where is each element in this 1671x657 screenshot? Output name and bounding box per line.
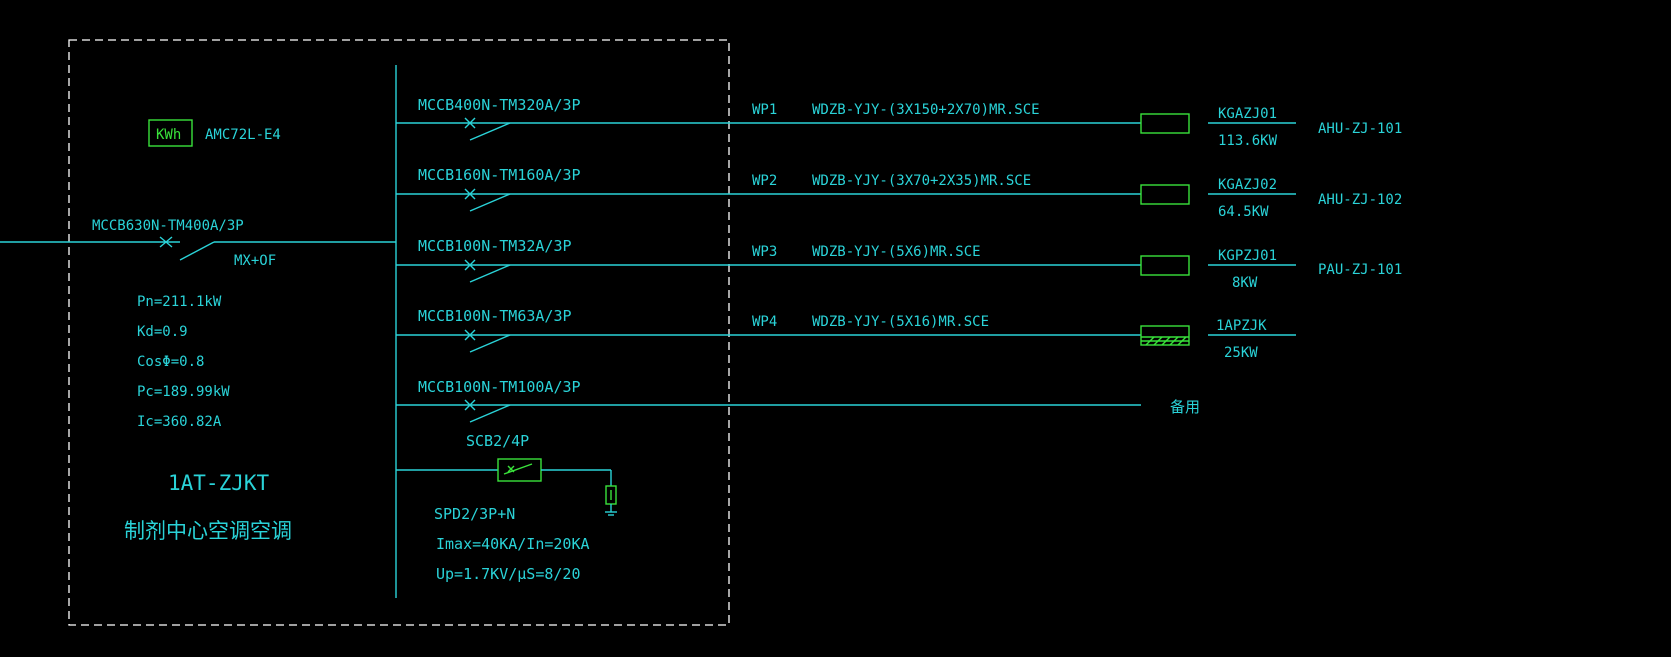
param-kd: Kd=0.9 xyxy=(137,324,188,340)
circuit-3: MCCB100N-TM32A/3P WP3 WDZB-YJY-(5X6)MR.S… xyxy=(396,237,1402,291)
circuit-3-equipment: PAU-ZJ-101 xyxy=(1318,262,1402,278)
circuit-2: MCCB160N-TM160A/3P WP2 WDZB-YJY-(3X70+2X… xyxy=(396,166,1402,220)
panel-name: 制剂中心空调空调 xyxy=(124,519,292,543)
main-breaker-label: MCCB630N-TM400A/3P xyxy=(92,218,244,234)
circuit-1-load-code: KGAZJ01 xyxy=(1218,106,1277,122)
circuit-4-load-power: 25KW xyxy=(1224,345,1258,361)
circuit-5-breaker: MCCB100N-TM100A/3P xyxy=(418,378,581,396)
spd-imax: Imax=40KA/In=20KA xyxy=(436,535,590,553)
circuit-2-equipment: AHU-ZJ-102 xyxy=(1318,192,1402,208)
circuit-4-load-code: 1APZJK xyxy=(1216,318,1267,334)
circuit-4: MCCB100N-TM63A/3P WP4 WDZB-YJY-(5X16)MR.… xyxy=(396,307,1296,361)
circuit-2-load-power: 64.5KW xyxy=(1218,204,1269,220)
main-breaker-accessory: MX+OF xyxy=(234,253,276,269)
kwh-meter-label: KWh xyxy=(156,127,181,143)
panel-code: 1AT-ZJKT xyxy=(168,471,270,495)
circuit-4-cable: WDZB-YJY-(5X16)MR.SCE xyxy=(812,314,989,330)
param-ic: Ic=360.82A xyxy=(137,414,222,430)
circuit-2-breaker: MCCB160N-TM160A/3P xyxy=(418,166,581,184)
spd-up: Up=1.7KV/μS=8/20 xyxy=(436,565,581,583)
circuit-2-id: WP2 xyxy=(752,173,777,189)
kwh-meter-box xyxy=(148,119,193,147)
circuit-4-breaker: MCCB100N-TM63A/3P xyxy=(418,307,572,325)
circuit-2-cable: WDZB-YJY-(3X70+2X35)MR.SCE xyxy=(812,173,1031,189)
circuit-1-load-power: 113.6KW xyxy=(1218,133,1278,149)
circuit-4-id: WP4 xyxy=(752,314,777,330)
panel-frame xyxy=(68,39,730,626)
circuit-1: MCCB400N-TM320A/3P WP1 WDZB-YJY-(3X150+2… xyxy=(396,96,1402,149)
circuit-2-load-code: KGAZJ02 xyxy=(1218,177,1277,193)
spd-breaker-label: SCB2/4P xyxy=(466,432,529,450)
circuit-5-spare: MCCB100N-TM100A/3P 备用 xyxy=(396,378,1200,423)
circuit-3-id: WP3 xyxy=(752,244,777,260)
param-pc: Pc=189.99kW xyxy=(137,384,230,400)
param-cos: CosΦ=0.8 xyxy=(137,354,204,370)
circuit-1-equipment: AHU-ZJ-101 xyxy=(1318,121,1402,137)
circuit-2-load-box xyxy=(1140,184,1190,205)
circuit-3-cable: WDZB-YJY-(5X6)MR.SCE xyxy=(812,244,981,260)
circuit-3-load-power: 8KW xyxy=(1232,275,1258,291)
param-pn: Pn=211.1kW xyxy=(137,294,222,310)
circuit-1-load-box xyxy=(1140,113,1190,134)
circuit-3-load-box xyxy=(1140,255,1190,276)
meter-model: AMC72L-E4 xyxy=(205,127,281,143)
circuit-3-breaker: MCCB100N-TM32A/3P xyxy=(418,237,572,255)
spd-model: SPD2/3P+N xyxy=(434,505,515,523)
spd-branch: SCB2/4P SPD2/3P+N Imax=40KA/In=20KA Up=1… xyxy=(396,432,617,583)
circuit-3-load-code: KGPZJ01 xyxy=(1218,248,1277,264)
circuit-4-load-hatched-box xyxy=(1140,325,1190,346)
circuit-1-id: WP1 xyxy=(752,102,777,118)
spare-label: 备用 xyxy=(1170,398,1200,416)
spd-breaker-box xyxy=(497,458,542,482)
circuit-1-breaker: MCCB400N-TM320A/3P xyxy=(418,96,581,114)
circuit-1-cable: WDZB-YJY-(3X150+2X70)MR.SCE xyxy=(812,102,1040,118)
main-breaker-symbol xyxy=(148,236,396,261)
